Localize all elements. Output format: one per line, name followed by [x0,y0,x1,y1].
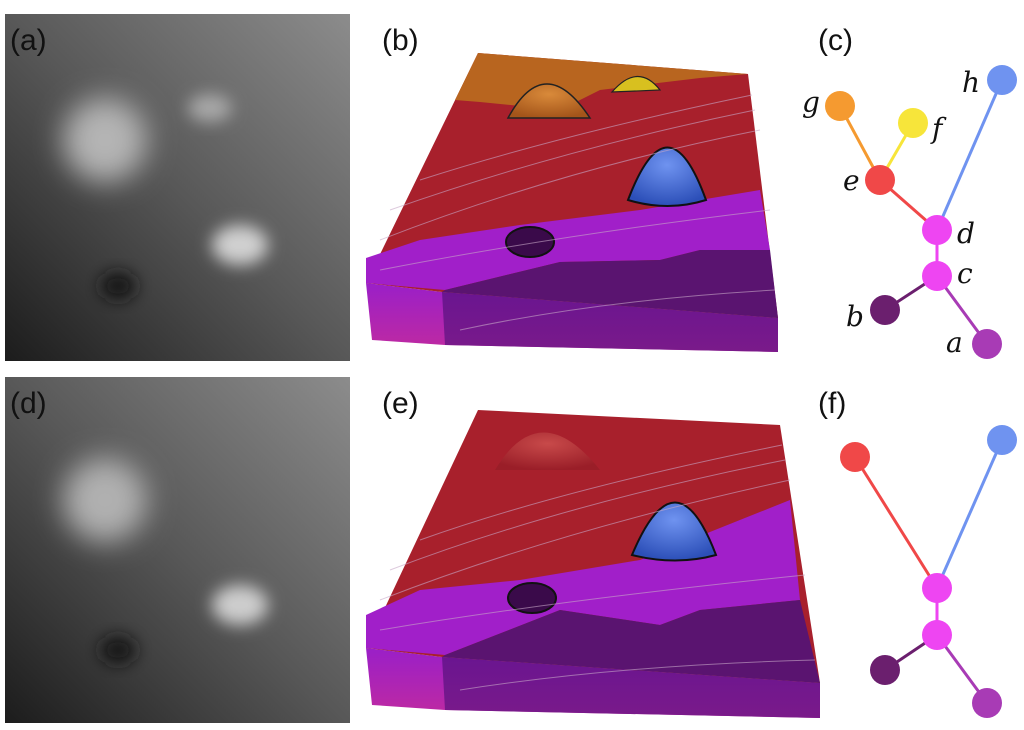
node-label-c: c [957,257,973,290]
panel-label-d: (d) [10,387,47,420]
edge-red [853,456,939,589]
tree-f [840,425,1017,718]
panel-d-image [5,377,350,723]
node-label-a: a [946,326,963,359]
node-a [972,329,1002,359]
yellow-peak [610,75,662,93]
panel-a-image [5,14,350,361]
red-peak [495,432,600,470]
magenta-region [366,500,800,655]
blue-peak [626,146,708,207]
node-purple [972,688,1002,718]
panel-label-a: (a) [10,24,47,57]
edge-blue [935,439,1004,589]
tree-c: g f h e d c b a [802,65,1017,359]
panel-label-f: (f) [818,387,846,420]
node-label-e: e [843,164,860,197]
node-g [825,91,855,121]
dark-purple-region [442,600,820,683]
dark-purple-region [442,250,778,318]
node-c [922,261,952,291]
node-h [987,65,1017,95]
node-lower-magenta [922,620,952,650]
node-dark-purple [870,655,900,685]
orange-peak [506,83,592,119]
panel-label-c: (c) [818,24,853,57]
node-label-f: f [930,112,947,145]
panel-label-b: (b) [382,24,419,57]
node-label-g: g [802,86,820,119]
edge-h-d [935,79,1004,231]
node-b [870,295,900,325]
node-label-d: d [957,217,975,250]
node-blue [987,425,1017,455]
panel-b-terrain [366,53,778,352]
pit [507,582,557,614]
blue-peak [630,501,718,562]
magenta-region [366,190,770,290]
node-d [922,215,952,245]
node-upper-magenta [922,573,952,603]
node-red [840,442,870,472]
pit [505,226,555,258]
node-label-h: h [962,66,980,99]
node-f [898,108,928,138]
panel-label-e: (e) [382,387,419,420]
panel-e-terrain [366,410,820,718]
node-label-b: b [846,300,864,333]
node-e [865,165,895,195]
